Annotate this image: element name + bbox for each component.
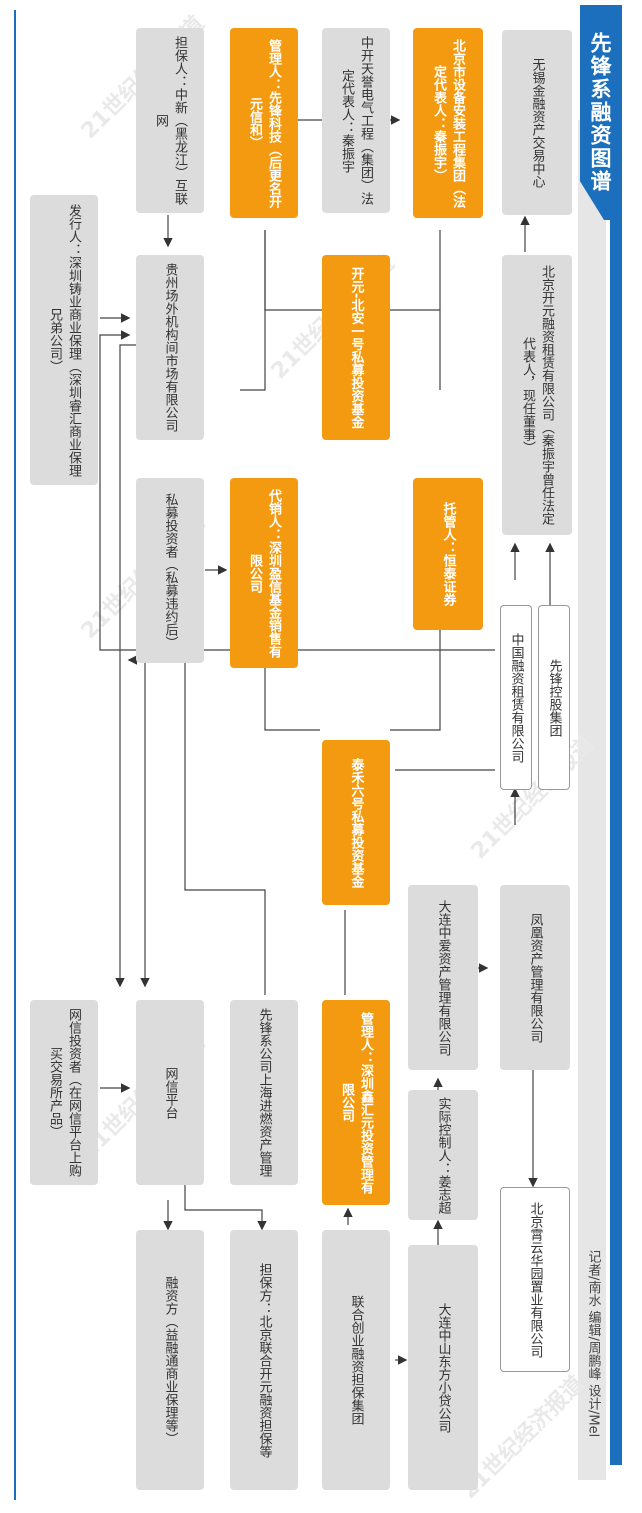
node-beijing-xiayun: 北京霄云华园置业有限公司 [500, 1187, 570, 1372]
node-shanghai: 先锋系公司上海进燃资产管理 [230, 1000, 298, 1185]
node-zhongkai: 中开天誉电气工程（集团）法定代表人：秦振宇 [322, 28, 390, 213]
node-guizhou: 贵州场外机构间市场有限公司 [136, 255, 204, 440]
node-faxing: 发行人：深圳铸业商业保理（深圳睿汇商业保理兄弟公司） [30, 195, 98, 485]
page-title: 先锋系融资图谱 [580, 5, 620, 220]
node-danbao-ren: 担保人：中新（黑龙江）互联网 [136, 28, 204, 213]
node-fenghuang: 凤凰资产管理有限公司 [500, 885, 570, 1070]
credits: 记者/南水 编辑/周鹏峰 设计/Mel [585, 1250, 601, 1438]
node-dalian-zhongshan: 大连中山东方小贷公司 [408, 1245, 478, 1490]
credits-bar [578, 120, 606, 1480]
node-simu: 私募投资者（私募违约后） [136, 478, 204, 663]
accent-bar [610, 5, 622, 1465]
node-lianhe: 联合创业融资担保集团 [322, 1230, 390, 1490]
node-dalian-zhongai: 大连中爱资产管理有限公司 [408, 885, 478, 1070]
node-wuxi: 无锡金融资产交易中心 [502, 30, 572, 215]
node-guanli-xianfeng: 管理人：先锋科技（后更名开元信和） [230, 28, 298, 218]
node-wangxin: 网信平台 [136, 1000, 204, 1185]
node-wangxin-investor: 网信投资者（在网信平台上购买交易所产品） [30, 1000, 98, 1185]
node-zhongguo-leasing: 中国融资租赁有限公司 [500, 605, 532, 790]
node-tuoguan: 托管人：恒泰证券 [413, 478, 483, 630]
node-daixiao: 代销人：深圳盈信基金销售有限公司 [230, 478, 298, 668]
node-taihe-fund: 泰禾六号私募投资基金 [322, 740, 390, 905]
node-rongzi: 融资方（益融通商业保理等） [136, 1230, 204, 1490]
node-xianfeng-group: 先锋控股集团 [538, 605, 570, 790]
node-kaiyuan-fund: 开元-北安一号私募投资基金 [322, 255, 390, 440]
node-shiji-kongzhi: 实际控制人：姜志超 [408, 1090, 478, 1220]
node-kaiyuan-leasing: 北京开元融资租赁有限公司（秦振宇曾任法定代表人，现任董事） [502, 255, 572, 535]
node-danbao-fang: 担保方：北京联合开元融资担保等 [230, 1230, 298, 1490]
diagram-frame [14, 10, 576, 1500]
node-xinhuiyuan: 管理人：深圳鑫汇元投资管理有限公司 [322, 1000, 390, 1205]
node-beijing-shebei: 北京市设备安装工程集团（法定代表人：秦振宇） [413, 28, 483, 218]
